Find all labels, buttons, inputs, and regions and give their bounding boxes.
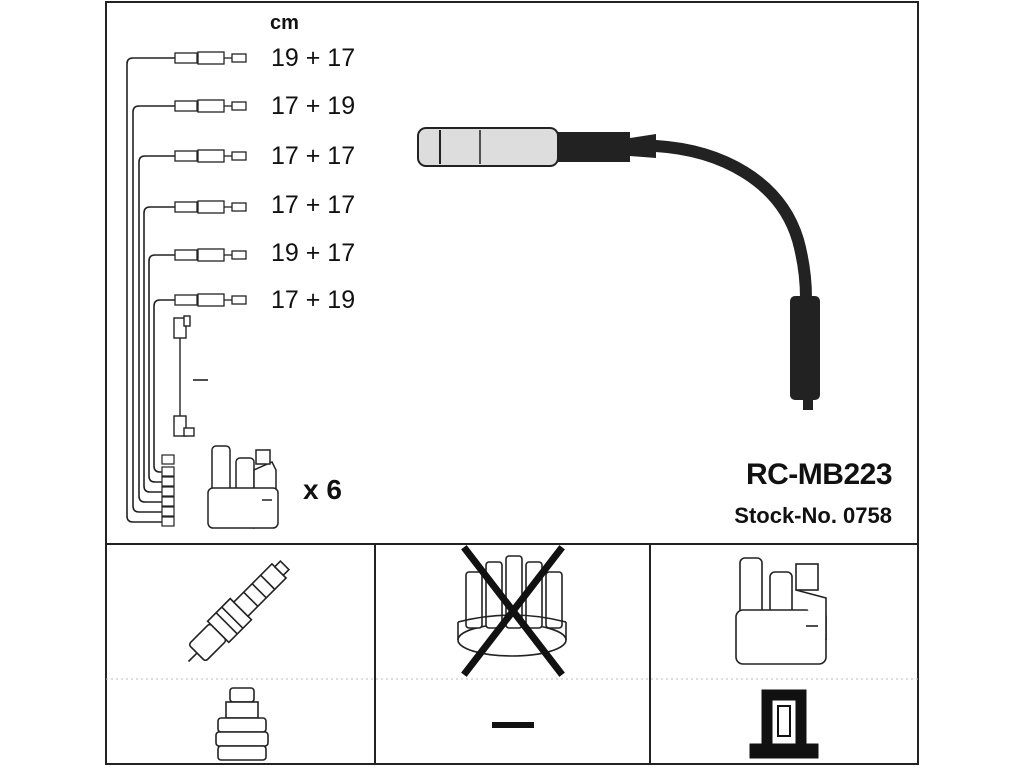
coil-connector-icon (749, 689, 819, 759)
lead-length-2: 17 + 19 (271, 92, 356, 120)
plug-lead-drawing (417, 127, 820, 410)
dash-icon (492, 722, 534, 728)
ignition-coil-icon (735, 557, 827, 665)
stock-number: Stock-No. 0758 (734, 503, 892, 528)
lead-connector-1 (174, 51, 247, 65)
lead-length-6: 17 + 19 (271, 286, 356, 314)
coil-quantity: x 6 (303, 474, 342, 505)
lead-connector-4 (174, 200, 247, 214)
lead-connector-6 (174, 293, 247, 307)
lead-length-3: 17 + 17 (271, 142, 356, 170)
lead-connector-3 (174, 149, 247, 163)
lead-length-5: 19 + 17 (271, 239, 356, 267)
lead-connectors (174, 51, 247, 307)
short-cable (173, 315, 208, 437)
spark-plug-icon (187, 559, 291, 663)
lead-length-1: 19 + 17 (271, 44, 356, 72)
unit-label: cm (270, 12, 299, 34)
lead-connector-2 (174, 99, 247, 113)
frame (105, 1, 919, 765)
lead-length-4: 17 + 17 (271, 191, 356, 219)
coil-terminals (161, 454, 175, 527)
ignition-coil-small (207, 445, 279, 530)
boot-connector-icon (215, 687, 269, 761)
lead-bundle (126, 57, 175, 523)
part-number: RC-MB223 (745, 458, 893, 491)
not-applicable-cross (461, 545, 565, 677)
lead-connector-5 (174, 248, 247, 262)
